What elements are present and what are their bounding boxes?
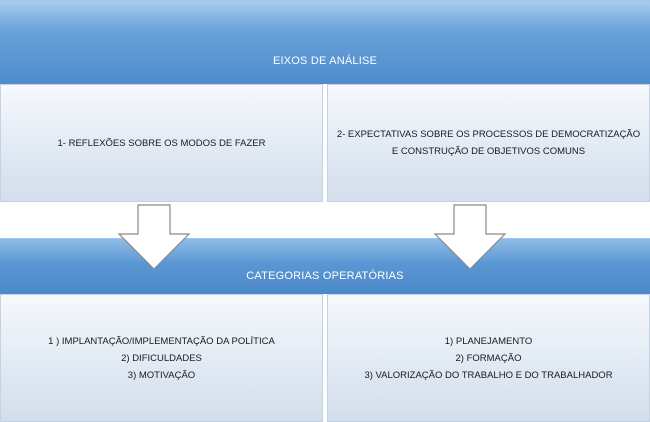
axes-header-title: EIXOS DE ANÁLISE [272,55,378,67]
category-panel-1: 1 ) IMPLANTAÇÃO/IMPLEMENTAÇÃO DA POLÍTIC… [0,294,323,422]
down-arrow-left-icon [118,204,190,270]
gap-strip [0,202,650,238]
axes-header-band: EIXOS DE ANÁLISE [0,0,650,86]
axis-1-line-1: 1- REFLEXÕES SOBRE OS MODOS DE FAZER [57,137,266,149]
axis-panel-2: 2- EXPECTATIVAS SOBRE OS PROCESSOS DE DE… [327,84,650,202]
axis-2-line-2: E CONSTRUÇÃO DE OBJETIVOS COMUNS [391,146,586,157]
axis-panel-1: 1- REFLEXÕES SOBRE OS MODOS DE FAZER [0,84,323,202]
category-1-line-2: 2) DIFICULDADES [121,352,202,364]
axes-divider [323,84,327,202]
category-panel-2: 1) PLANEJAMENTO 2) FORMAÇÃO 3) VALORIZAÇ… [327,294,650,422]
down-arrow-right-icon [434,204,506,270]
category-2-line-3: 3) VALORIZAÇÃO DO TRABALHO E DO TRABALHA… [364,369,613,381]
categories-header-title: CATEGORIAS OPERATÓRIAS [246,270,404,282]
category-1-line-1: 1 ) IMPLANTAÇÃO/IMPLEMENTAÇÃO DA POLÍTIC… [48,335,275,347]
category-2-line-1: 1) PLANEJAMENTO [444,335,533,347]
category-2-line-2: 2) FORMAÇÃO [455,352,522,364]
categories-divider [323,294,327,422]
axis-2-line-1: 2- EXPECTATIVAS SOBRE OS PROCESSOS DE DE… [336,129,641,140]
categories-header-band: CATEGORIAS OPERATÓRIAS [0,238,650,296]
category-1-line-3: 3) MOTIVAÇÃO [127,369,196,381]
